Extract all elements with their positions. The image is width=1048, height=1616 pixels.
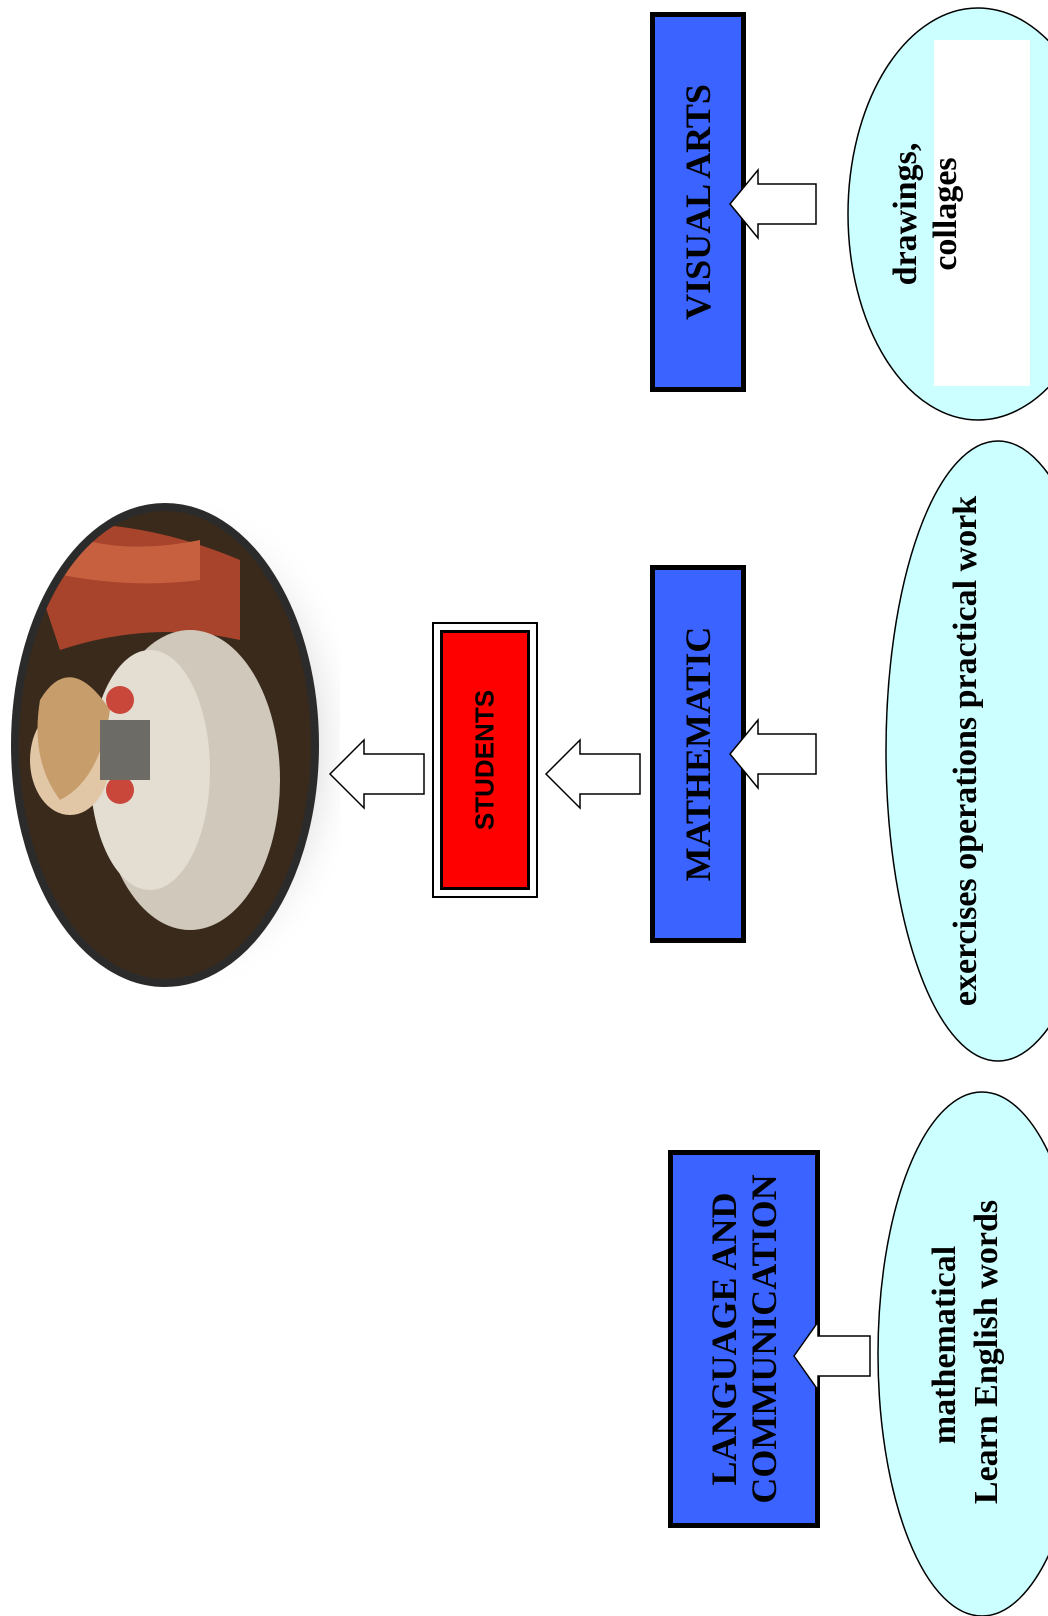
visual-arts-activity-line1: drawings, <box>887 142 925 286</box>
language-activity-label: mathematical Learn English words <box>924 1200 1008 1504</box>
language-activity-line2: Learn English words <box>968 1199 1006 1505</box>
arrow-to-students <box>544 738 642 810</box>
visual-arts-activity-line2: collages <box>927 157 965 271</box>
language-activity-line1: mathematical <box>926 1245 964 1445</box>
language-label-line2: COMMUNICATION <box>744 1174 784 1504</box>
arrow-to-mathematic <box>728 718 818 790</box>
portrait-painting <box>0 495 365 995</box>
students-box: STUDENTS <box>432 622 538 898</box>
language-activity-ellipse: mathematical Learn English words <box>870 1088 1048 1616</box>
mathematic-activity-ellipse: exercises operations practical work <box>878 436 1048 1066</box>
visual-arts-box: VISUAL ARTS <box>650 12 746 392</box>
arrow-to-portrait <box>328 738 426 810</box>
language-communication-label: LANGUAGE AND COMMUNICATION <box>704 1174 784 1503</box>
mathematic-activity-label: exercises operations practical work <box>947 495 985 1007</box>
language-label-line1: LANGUAGE AND <box>704 1192 744 1486</box>
arrow-to-visual-arts <box>728 168 818 240</box>
students-label: STUDENTS <box>469 689 500 831</box>
mathematic-label: MATHEMATIC <box>678 626 718 882</box>
visual-arts-activity-label: drawings, collages <box>886 143 966 286</box>
visual-arts-activity-ellipse: drawings, collages <box>838 4 1048 424</box>
arrow-to-language <box>792 1320 872 1392</box>
visual-arts-label: VISUAL ARTS <box>678 84 718 320</box>
